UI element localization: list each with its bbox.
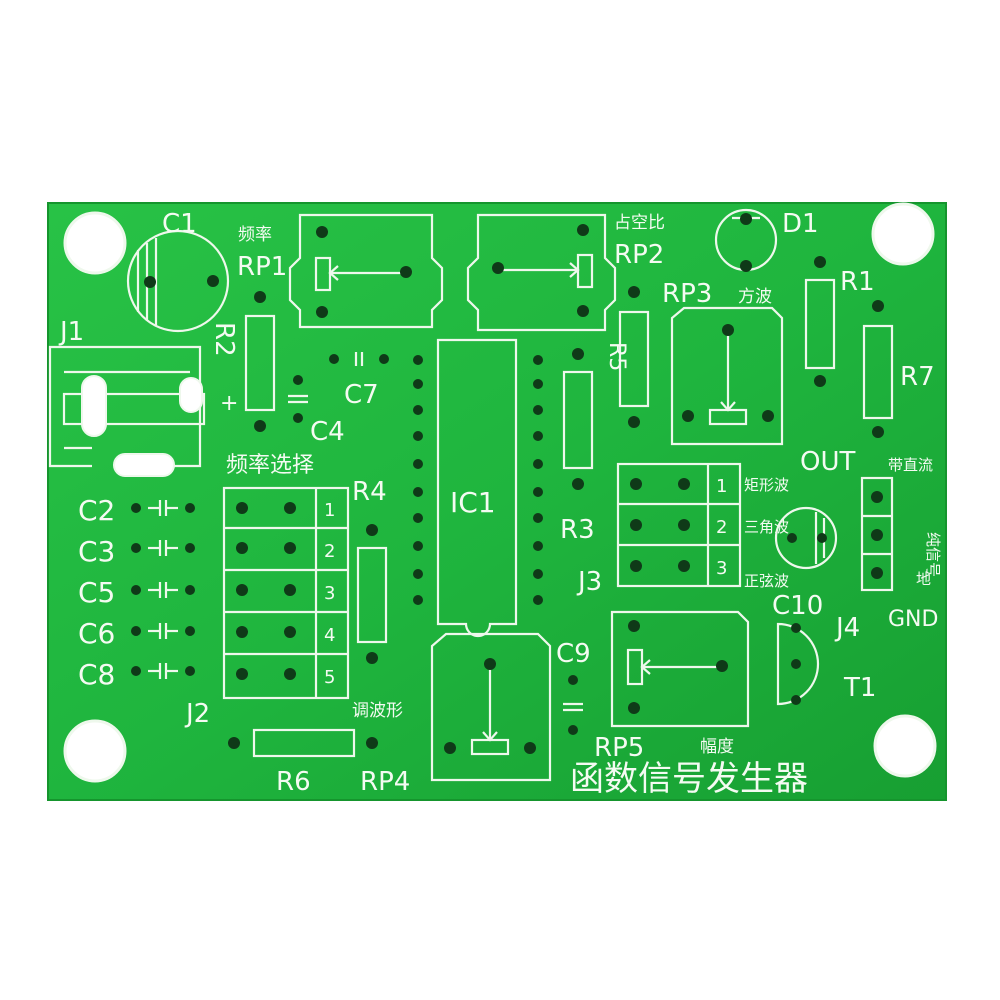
j3-number: 1 xyxy=(716,476,727,497)
j2-number: 1 xyxy=(324,500,335,521)
label-d1: D1 xyxy=(782,209,819,239)
label-c3: C3 xyxy=(78,535,115,568)
label-duty: 占空比 xyxy=(614,213,665,233)
mounting-hole-bottom-right xyxy=(873,714,937,778)
label-r7: R7 xyxy=(900,362,935,392)
c7-footprint xyxy=(329,352,389,366)
t1-footprint xyxy=(776,622,820,706)
j3-number: 3 xyxy=(716,558,727,579)
rp5-footprint xyxy=(610,610,750,728)
label-out: OUT xyxy=(800,447,855,477)
label-dc-bias: 带直流 xyxy=(888,456,933,474)
label-sine-wave: 正弦波 xyxy=(744,572,789,590)
c9-footprint xyxy=(563,675,583,735)
board-title: 函数信号发生器 xyxy=(570,759,808,799)
label-c9: C9 xyxy=(556,639,591,669)
c4-footprint xyxy=(288,375,308,423)
r5-footprint xyxy=(618,286,650,428)
label-j1: J1 xyxy=(58,317,84,347)
label-c7: C7 xyxy=(344,380,379,410)
label-ic1: IC1 xyxy=(450,486,496,519)
label-r1: R1 xyxy=(840,267,875,297)
label-rp2: RP2 xyxy=(614,240,664,270)
label-amplitude: 幅度 xyxy=(700,737,734,757)
label-r5: R5 xyxy=(604,342,629,371)
label-rp5: RP5 xyxy=(594,733,644,763)
j3-number: 2 xyxy=(716,517,727,538)
j2-footprint xyxy=(222,486,350,700)
mounting-hole-top-right xyxy=(871,202,935,266)
label-r6: R6 xyxy=(276,767,311,797)
label-r2: R2 xyxy=(209,322,239,357)
pcb-board xyxy=(48,203,946,800)
label-rp3: RP3 xyxy=(662,279,712,309)
label-c10: C10 xyxy=(772,591,823,621)
rp2-footprint xyxy=(466,213,617,332)
j2-number: 4 xyxy=(324,625,335,646)
label-freq-select: 频率选择 xyxy=(226,453,314,478)
label-j2: J2 xyxy=(184,699,210,729)
label-c1: C1 xyxy=(162,209,197,239)
label-c8: C8 xyxy=(78,658,115,691)
j1-footprint xyxy=(48,345,206,477)
label-rp1: RP1 xyxy=(237,252,287,282)
j2-number: 5 xyxy=(324,667,335,688)
label-pure-signal: 纯信号 xyxy=(924,532,942,577)
r6-footprint xyxy=(228,728,378,758)
j2-number: 2 xyxy=(324,541,335,562)
label-rect-wave: 矩形波 xyxy=(744,476,789,494)
label-plus: + xyxy=(220,391,238,416)
ic1-footprint xyxy=(413,338,543,638)
label-tune-wave: 调波形 xyxy=(352,701,403,721)
r3-footprint xyxy=(562,348,594,490)
cap-row-footprints xyxy=(131,500,195,679)
label-c5: C5 xyxy=(78,576,115,609)
label-c2: C2 xyxy=(78,494,115,527)
c1-footprint xyxy=(126,229,230,333)
d1-footprint xyxy=(714,208,778,272)
rp3-footprint xyxy=(670,306,784,446)
r1-footprint xyxy=(804,256,836,387)
label-gnd: GND xyxy=(888,607,938,632)
j4-footprint xyxy=(860,476,894,592)
label-square: 方波 xyxy=(738,287,772,307)
r4-footprint xyxy=(356,524,388,664)
label-j3: J3 xyxy=(576,567,602,597)
label-r3: R3 xyxy=(560,515,595,545)
label-j4: J4 xyxy=(834,613,860,643)
rp1-footprint xyxy=(288,213,444,329)
label-c6: C6 xyxy=(78,617,115,650)
label-t1: T1 xyxy=(843,673,876,703)
mounting-hole-top-left xyxy=(63,211,127,275)
j3-footprint xyxy=(616,462,742,588)
label-freq-top: 频率 xyxy=(238,225,272,245)
mounting-hole-bottom-left xyxy=(63,719,127,783)
label-c4: C4 xyxy=(310,417,345,447)
label-r4: R4 xyxy=(352,477,387,507)
r7-footprint xyxy=(862,300,894,438)
small-cap-footprint xyxy=(774,506,838,570)
label-ground-word: 地 xyxy=(916,570,931,588)
label-rp4: RP4 xyxy=(360,767,410,797)
j2-number: 3 xyxy=(324,583,335,604)
r2-footprint xyxy=(244,291,276,432)
rp4-footprint xyxy=(430,632,552,782)
